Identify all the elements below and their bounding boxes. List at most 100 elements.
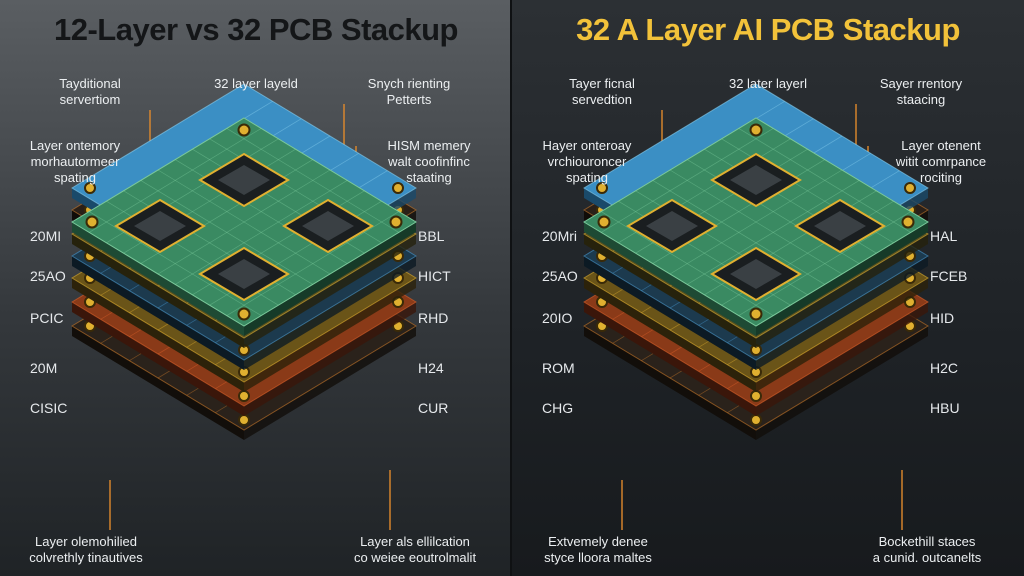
trace [669, 169, 843, 275]
left-callout-top-left: Tayditional servertiom [59, 76, 121, 107]
trace [738, 128, 911, 233]
layer-edge [72, 278, 244, 392]
mounting-hole-icon [749, 307, 763, 321]
layer-edge [72, 234, 244, 348]
right-callout-bottom-right: Bockethill staces a cunid. outcanelts [872, 534, 982, 565]
left-callout-bottom-left: Layer olemohilied colvrethly tinautives [29, 534, 143, 565]
layer-edge [756, 326, 928, 440]
mounting-hole-icon [596, 182, 608, 194]
right-side-label-r4: H2C [930, 360, 959, 376]
layer-edge [244, 302, 416, 416]
left-title: 12-Layer vs 32 PCB Stackup [54, 12, 459, 47]
right-callout-top-center: 32 later layerl [728, 76, 808, 91]
mounting-hole-icon [85, 215, 99, 229]
trace [226, 211, 399, 316]
left-side-label-l4: 20M [30, 360, 58, 376]
left-callout-mid-left: Layer ontemory morhautormeer spating [29, 138, 121, 185]
mounting-hole-icon [389, 215, 403, 229]
right-side-label-l4: ROM [542, 360, 575, 376]
left-panel: 12-Layer vs 32 PCB Stackup Tayditional s… [0, 0, 512, 576]
right-side-label-r5: HBU [930, 400, 960, 416]
right-callout-top-left: Tayer ficnal servedtion [569, 76, 635, 107]
layer-edge [584, 326, 756, 440]
layer-edge [244, 256, 416, 370]
mounting-hole-icon [750, 390, 762, 402]
trace [738, 211, 911, 316]
trace [601, 128, 774, 233]
right-side-label-l1: 20Mri [542, 228, 578, 244]
mounting-hole-icon [237, 123, 251, 137]
layer-edge [584, 302, 756, 416]
left-side-label-r2: HICT [418, 268, 451, 284]
mounting-hole-icon [238, 414, 250, 426]
right-panel: 32 A Layer AI PCB Stackup Tayer ficnal s… [512, 0, 1024, 576]
chip-die [646, 211, 698, 241]
layer-edge [72, 302, 244, 416]
left-callout-top-center: 32 layer layeld [214, 76, 298, 91]
right-side-label-l2: 25AO [542, 268, 578, 284]
chip-die [814, 211, 866, 241]
mounting-hole-icon [238, 390, 250, 402]
right-callout-mid-left: Hayer onteroay vrchiouroncer spating [542, 138, 632, 185]
right-callout-bottom-left: Extvemely denee styce lloora maltes [544, 534, 652, 565]
layer-edge [756, 302, 928, 416]
layer-surface [71, 117, 417, 327]
layer-edge [584, 222, 756, 336]
layer-edge [244, 278, 416, 392]
layer-edge [756, 222, 928, 336]
left-pcb-stack [71, 83, 417, 530]
right-side-label-r1: HAL [930, 228, 958, 244]
right-title: 32 A Layer AI PCB Stackup [576, 12, 960, 47]
trace [175, 180, 348, 285]
mounting-hole-icon [904, 182, 916, 194]
mounting-hole-icon [749, 123, 763, 137]
left-side-label-r5: CUR [418, 400, 449, 416]
chip-die [730, 259, 782, 289]
left-side-label-l1: 20MI [30, 228, 62, 244]
top-pcb-layer [71, 117, 417, 336]
layer-edge [72, 256, 244, 370]
layer-edge [756, 234, 928, 348]
mounting-hole-icon [237, 307, 251, 321]
layer-edge [584, 278, 756, 392]
layer-edge [756, 256, 928, 370]
chip-die [302, 211, 354, 241]
right-side-label-l5: CHG [542, 400, 574, 416]
left-side-label-r1: BBL [418, 228, 445, 244]
mounting-hole-icon [392, 182, 404, 194]
chip-die [218, 259, 270, 289]
layer-edge [72, 222, 244, 336]
layer-edge [244, 326, 416, 440]
layer-edge [584, 234, 756, 348]
left-callout-mid-right: HISM memery walt coofinfinc staating [387, 138, 471, 185]
chip-die [218, 165, 270, 195]
layer-edge [72, 326, 244, 440]
right-pcb-stack [583, 83, 929, 530]
trace [687, 180, 860, 285]
right-callout-mid-right: Layer otenent witit comrpance rociting [895, 138, 987, 185]
mounting-hole-icon [901, 215, 915, 229]
trace [140, 180, 313, 285]
layer-edge [244, 222, 416, 336]
right-callout-top-right: Sayer rrentory staacing [879, 76, 963, 107]
trace [89, 211, 262, 316]
mounting-hole-icon [84, 182, 96, 194]
left-callout-top-right: Snych rienting Petterts [367, 76, 451, 107]
layer-surface [583, 117, 929, 327]
left-side-label-l2: 25AO [30, 268, 66, 284]
trace [89, 128, 262, 233]
trace [652, 180, 825, 285]
right-side-label-l3: 20IO [542, 310, 573, 326]
left-side-label-r3: RHD [418, 310, 449, 326]
trace [157, 169, 331, 275]
right-side-label-r2: FCEB [930, 268, 968, 284]
mounting-hole-icon [597, 215, 611, 229]
right-side-label-r3: HID [930, 310, 955, 326]
mounting-hole-icon [750, 414, 762, 426]
left-side-label-r4: H24 [418, 360, 444, 376]
trace [669, 169, 843, 275]
trace [601, 211, 774, 316]
layer-edge [244, 234, 416, 348]
layer-edge [756, 278, 928, 392]
